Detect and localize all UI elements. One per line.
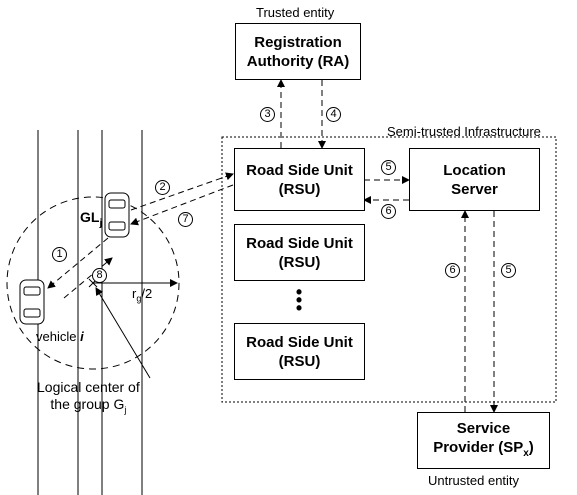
center-pointer: [95, 287, 151, 379]
vehicle-gl-icon: [104, 192, 130, 238]
ra-box: Registration Authority (RA): [235, 23, 361, 80]
rsu-3-label-line1: Road Side Unit: [246, 333, 353, 351]
rsu-box-2: Road Side Unit (RSU): [234, 224, 365, 281]
ra-label-line2: Authority (RA): [246, 52, 350, 70]
step-8-badge: 8: [92, 268, 107, 283]
step-1-badge: 1: [52, 247, 67, 262]
arrow-step-8: [63, 257, 113, 299]
service-provider-box: Service Provider (SPx): [417, 412, 550, 469]
untrusted-entity-label: Untrusted entity: [428, 473, 520, 488]
semi-trusted-boundary: [221, 136, 557, 403]
step-6b-badge: 6: [445, 263, 460, 278]
location-server-label-line2: Server: [451, 180, 498, 198]
group-circle: [6, 196, 180, 370]
rsu-2-label-line2: (RSU): [278, 253, 321, 271]
more-rsu-dots: • • •: [295, 282, 303, 318]
service-provider-label-line1: Service: [456, 419, 511, 437]
ra-label-line1: Registration: [254, 33, 342, 51]
rsu-box-3: Road Side Unit (RSU): [234, 323, 365, 380]
rsu-2-label-line1: Road Side Unit: [246, 234, 353, 252]
vehicle-i-icon: [19, 279, 45, 325]
step-5a-badge: 5: [381, 160, 396, 175]
rsu-1-label-line2: (RSU): [278, 180, 321, 198]
trusted-entity-label: Trusted entity: [256, 5, 335, 20]
arrow-step-7: [130, 184, 234, 226]
step-7-badge: 7: [178, 212, 193, 227]
semi-trusted-label: Semi-trusted Infrastructure: [387, 124, 541, 139]
vehicle-i-label: vehicle i: [36, 329, 84, 344]
location-server-box: Location Server: [409, 148, 540, 211]
radius-label: rg/2: [132, 286, 153, 304]
group-leader-label: GLj: [80, 209, 103, 229]
step-6a-badge: 6: [381, 204, 396, 219]
logical-center-label: Logical center of the group Gj: [37, 379, 140, 415]
step-2-badge: 2: [155, 180, 170, 195]
step-5b-badge: 5: [501, 263, 516, 278]
service-provider-label-line2: Provider (SPx): [433, 438, 534, 459]
arrow-step-1: [47, 237, 109, 289]
rsu-3-label-line2: (RSU): [278, 352, 321, 370]
step-3-badge: 3: [260, 107, 275, 122]
location-server-label-line1: Location: [443, 161, 506, 179]
step-4-badge: 4: [326, 107, 341, 122]
rsu-1-label-line1: Road Side Unit: [246, 161, 353, 179]
arrow-step-2: [130, 172, 234, 211]
rsu-box-1: Road Side Unit (RSU): [234, 148, 365, 211]
